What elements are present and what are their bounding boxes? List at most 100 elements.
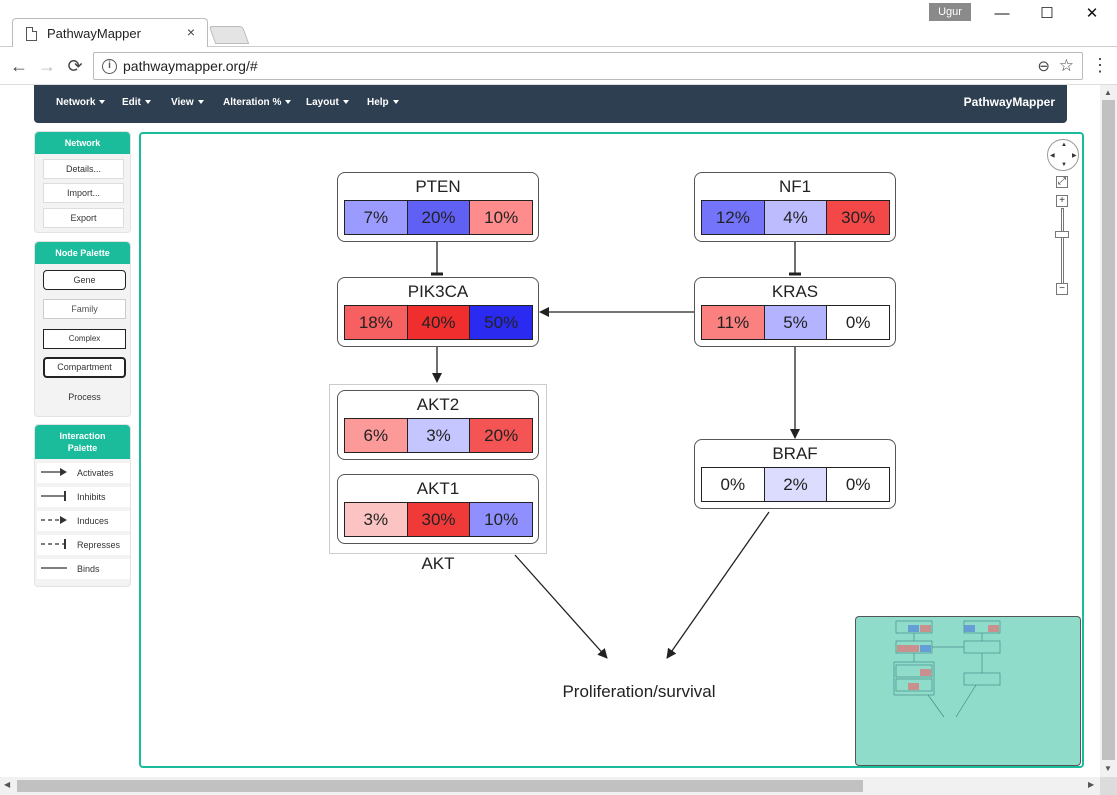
bookmark-star-icon[interactable]: ☆ (1058, 56, 1074, 75)
palette-compartment[interactable]: Compartment (43, 357, 126, 378)
palette-family[interactable]: Family (43, 299, 126, 319)
page-content: Network Edit View Alteration % Layout He… (0, 85, 1100, 777)
gene-node-kras[interactable]: KRAS 11% 5% 0% (694, 277, 896, 347)
interaction-inhibits[interactable]: Inhibits (37, 487, 130, 507)
back-button[interactable]: ← (10, 56, 28, 76)
alteration-cell: 40% (407, 306, 471, 339)
vertical-scroll-thumb[interactable] (1102, 100, 1115, 760)
pan-control[interactable]: ▲ ▼ ◀ ▶ (1047, 139, 1079, 171)
horizontal-scrollbar[interactable]: ◀ ▶ (0, 777, 1100, 795)
close-window-button[interactable]: ✕ (1085, 5, 1099, 22)
menu-help[interactable]: Help (367, 97, 399, 108)
export-button[interactable]: Export (43, 208, 124, 228)
document-icon (26, 27, 37, 41)
gene-node-akt1[interactable]: AKT1 3% 30% 10% (337, 474, 539, 544)
scroll-right-icon[interactable]: ▶ (1088, 780, 1095, 789)
scroll-left-icon[interactable]: ◀ (4, 780, 11, 789)
represses-dashed-tee-icon (41, 539, 66, 549)
zoom-slider-handle[interactable] (1055, 231, 1069, 238)
maximize-button[interactable]: ☐ (1040, 5, 1054, 22)
reload-button[interactable]: ⟳ (67, 56, 83, 76)
tab-title: PathwayMapper (47, 26, 141, 41)
minimize-button[interactable]: — (994, 5, 1010, 22)
node-palette-title: Node Palette (35, 242, 130, 264)
tab-close-icon[interactable]: × (186, 24, 195, 40)
gene-node-pik3ca[interactable]: PIK3CA 18% 40% 50% (337, 277, 539, 347)
edges-layer (431, 242, 801, 659)
palette-gene[interactable]: Gene (43, 270, 126, 290)
gene-node-braf[interactable]: BRAF 0% 2% 0% (694, 439, 896, 509)
pathway-canvas[interactable]: PTEN 7% 20% 10% NF1 12% 4% 30% PIK3CA 18… (139, 132, 1084, 768)
zoom-in-button[interactable]: + (1056, 195, 1068, 207)
alteration-cell: 0% (827, 306, 890, 339)
navigator-preview (893, 620, 1001, 718)
scrollbar-corner (1100, 777, 1117, 795)
interaction-activates[interactable]: Activates (37, 463, 130, 483)
pan-down-icon[interactable]: ▼ (1061, 162, 1067, 168)
menu-layout[interactable]: Layout (306, 97, 349, 108)
caret-down-icon (392, 100, 399, 105)
pan-left-icon[interactable]: ◀ (1050, 153, 1055, 159)
address-bar[interactable]: i pathwaymapper.org/# ⊖ ☆ (93, 52, 1083, 80)
import-button[interactable]: Import... (43, 183, 124, 203)
vertical-scrollbar[interactable]: ▲ ▼ (1100, 85, 1117, 777)
details-button[interactable]: Details... (43, 159, 124, 179)
navigator-thumbnail[interactable] (855, 616, 1081, 766)
menu-edit[interactable]: Edit (122, 97, 151, 108)
horizontal-scroll-thumb[interactable] (17, 780, 863, 792)
fit-to-screen-icon[interactable]: ⤢ (1056, 176, 1068, 188)
menu-alteration-label: Alteration % (223, 97, 282, 108)
inhibits-tee-icon (41, 491, 66, 501)
pan-right-icon[interactable]: ▶ (1072, 153, 1077, 159)
gene-name: AKT1 (416, 479, 460, 498)
gene-node-nf1[interactable]: NF1 12% 4% 30% (694, 172, 896, 242)
browser-toolbar: ← → ⟳ i pathwaymapper.org/# ⊖ ☆ ⋮ (0, 47, 1117, 85)
edge-akt-activates-process[interactable] (514, 554, 608, 659)
caret-down-icon (285, 100, 292, 105)
interaction-represses[interactable]: Represses (37, 535, 130, 555)
gene-node-akt2[interactable]: AKT2 6% 3% 20% (337, 390, 539, 460)
alteration-cell: 30% (407, 503, 471, 536)
pan-up-icon[interactable]: ▲ (1061, 142, 1067, 148)
info-icon[interactable]: i (102, 59, 117, 74)
user-badge[interactable]: Ugur (929, 3, 971, 21)
new-tab-button[interactable] (208, 26, 250, 44)
gene-node-pten[interactable]: PTEN 7% 20% 10% (337, 172, 539, 242)
activates-arrow-icon (41, 468, 67, 476)
palette-complex[interactable]: Complex (43, 329, 126, 349)
interaction-binds[interactable]: Binds (37, 559, 130, 579)
process-node-proliferation[interactable]: Proliferation/survival (562, 682, 716, 701)
url-text[interactable]: pathwaymapper.org/# (123, 58, 258, 74)
scroll-up-icon[interactable]: ▲ (1104, 88, 1112, 97)
menu-alteration[interactable]: Alteration % (223, 97, 292, 108)
alteration-cell: 18% (345, 306, 408, 339)
browser-tab[interactable]: PathwayMapper × (12, 18, 208, 48)
browser-menu-icon[interactable]: ⋮ (1091, 55, 1109, 75)
edge-braf-activates-process[interactable] (666, 511, 770, 659)
menu-help-label: Help (367, 97, 389, 108)
gene-name: KRAS (771, 282, 819, 301)
zoom-out-icon[interactable]: ⊖ (1037, 58, 1050, 75)
gene-name: PTEN (415, 177, 461, 196)
interaction-palette-panel: Interaction Palette Activates Inhibits I… (34, 424, 131, 587)
akt-family-label: AKT (421, 554, 455, 573)
gene-name: NF1 (778, 177, 812, 196)
alteration-cell: 50% (470, 306, 533, 339)
forward-button[interactable]: → (38, 56, 56, 76)
gene-name: AKT2 (416, 395, 460, 414)
palette-process[interactable]: Process (43, 387, 126, 407)
brand-title: PathwayMapper (963, 95, 1055, 109)
zoom-slider-track[interactable] (1061, 208, 1064, 284)
alteration-cells: 18% 40% 50% (344, 305, 533, 340)
caret-down-icon (342, 100, 349, 105)
scroll-down-icon[interactable]: ▼ (1104, 764, 1112, 773)
alteration-cell: 20% (470, 419, 533, 452)
menu-network[interactable]: Network (56, 97, 106, 108)
menu-view[interactable]: View (171, 97, 204, 108)
alteration-cell: 10% (470, 201, 533, 234)
zoom-out-button[interactable]: − (1056, 283, 1068, 295)
interaction-induces[interactable]: Induces (37, 511, 130, 531)
alteration-cell: 10% (470, 503, 533, 536)
menu-view-label: View (171, 97, 194, 108)
induces-label: Induces (77, 516, 109, 526)
